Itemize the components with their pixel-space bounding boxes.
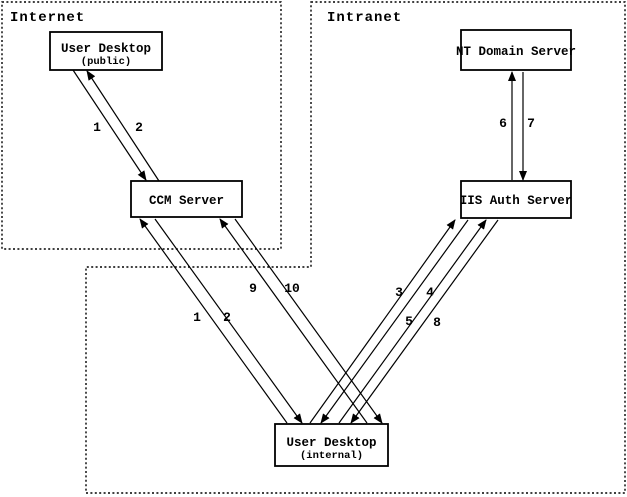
node-user-desktop-public-sublabel: (public) bbox=[81, 56, 131, 68]
zone-internet-border bbox=[1, 1, 282, 250]
edge-label-step-2: 2 bbox=[135, 120, 143, 135]
node-nt-domain-server bbox=[460, 29, 572, 71]
arrow-user-desktop-internal-to-ccm-server bbox=[139, 218, 288, 424]
arrow-user-desktop-public-to-ccm-server bbox=[72, 69, 147, 181]
edge-label-step-10: 10 bbox=[284, 281, 300, 296]
edge-label-step-6: 6 bbox=[499, 116, 507, 131]
node-ccm-server-label: CCM Server bbox=[149, 194, 224, 208]
edge-label-step-1: 1 bbox=[193, 310, 201, 325]
node-nt-domain-server-label: NT Domain Server bbox=[456, 45, 576, 59]
arrow-ccm-server-to-user-desktop-internal bbox=[154, 218, 303, 424]
node-user-desktop-internal-sublabel: (internal) bbox=[300, 450, 363, 462]
arrow-iis-auth-server-to-user-desktop-internal bbox=[320, 219, 469, 424]
arrow-ccm-server-to-user-desktop-public bbox=[86, 70, 160, 182]
edge-label-step-5: 5 bbox=[405, 314, 413, 329]
edge-label-step-1: 1 bbox=[93, 120, 101, 135]
node-user-desktop-public-label: User Desktop bbox=[61, 42, 151, 56]
arrow-iis-auth-server-to-user-desktop-internal bbox=[350, 219, 499, 424]
node-ccm-server bbox=[130, 180, 243, 218]
arrow-user-desktop-internal-to-iis-auth-server bbox=[338, 219, 487, 424]
zone-intranet-border bbox=[85, 1, 626, 494]
edge-label-step-8: 8 bbox=[433, 315, 441, 330]
arrow-ccm-server-to-user-desktop-internal bbox=[234, 218, 383, 424]
arrow-user-desktop-internal-to-iis-auth-server bbox=[309, 219, 456, 424]
edge-label-step-7: 7 bbox=[527, 116, 535, 131]
node-iis-auth-server bbox=[460, 180, 572, 219]
edge-label-step-9: 9 bbox=[249, 281, 257, 296]
edge-label-step-2: 2 bbox=[223, 310, 231, 325]
arrow-user-desktop-internal-to-ccm-server bbox=[219, 218, 368, 424]
zone-internet-label: Internet bbox=[10, 10, 85, 26]
node-user-desktop-internal-label: User Desktop bbox=[286, 436, 376, 450]
zone-intranet-label: Intranet bbox=[327, 10, 402, 26]
edge-label-step-3: 3 bbox=[395, 285, 403, 300]
node-iis-auth-server-label: IIS Auth Server bbox=[460, 194, 573, 208]
node-user-desktop-public bbox=[49, 31, 163, 71]
edge-label-step-4: 4 bbox=[426, 285, 434, 300]
node-user-desktop-internal bbox=[274, 423, 389, 467]
